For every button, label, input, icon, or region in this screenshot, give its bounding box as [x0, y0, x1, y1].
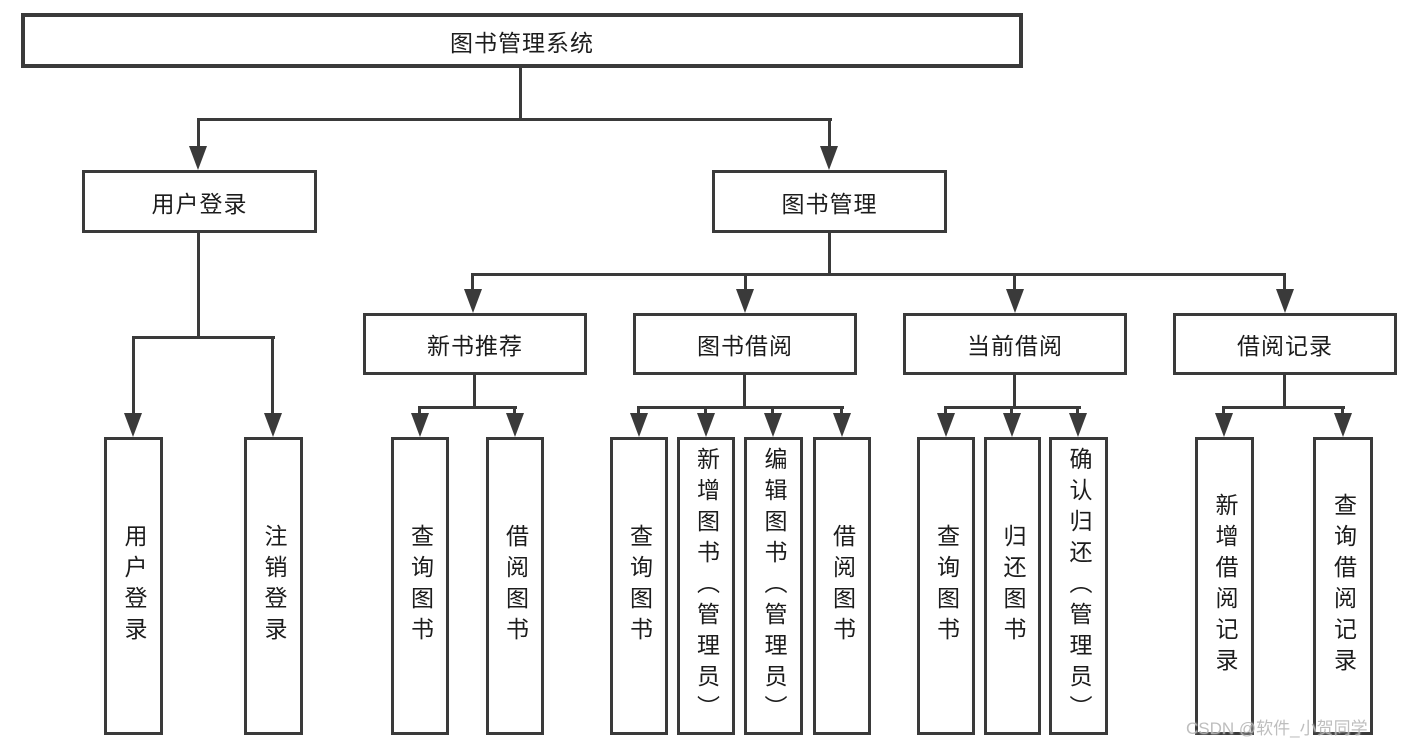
leaf-borrow-books-recommend: 借阅图书: [486, 437, 544, 735]
connector-records-vertical: [1283, 375, 1286, 408]
connector-stem: [1222, 406, 1225, 415]
connector-borrowing-horizontal: [637, 406, 844, 409]
leaf-add-books-admin-label: 新增图书（管理员）: [693, 446, 720, 726]
leaf-query-books-recommend: 查询图书: [391, 437, 449, 735]
leaf-return-books: 归还图书: [984, 437, 1041, 735]
arrow-down-icon: [411, 413, 429, 437]
connector-stem: [828, 118, 831, 150]
node-current-borrowing-label: 当前借阅: [967, 333, 1063, 359]
connector-stem: [513, 406, 516, 415]
connector-stem: [1341, 406, 1344, 415]
arrow-down-icon: [937, 413, 955, 437]
arrow-down-icon: [736, 289, 754, 313]
node-system-root-label: 图书管理系统: [450, 29, 594, 56]
connector-stem: [637, 406, 640, 415]
connector-book-mgmt-vertical: [828, 233, 831, 275]
connector-stem: [471, 273, 474, 292]
arrow-down-icon: [1006, 289, 1024, 313]
node-user-login-label: 用户登录: [151, 190, 248, 217]
node-book-management-label: 图书管理: [781, 190, 878, 217]
node-borrow-records: 借阅记录: [1173, 313, 1397, 375]
leaf-query-books-borrowing-label: 查询图书: [626, 524, 653, 648]
node-system-root: 图书管理系统: [21, 13, 1023, 68]
connector-stem: [197, 118, 200, 150]
node-book-borrowing: 图书借阅: [633, 313, 857, 375]
leaf-query-books-borrowing: 查询图书: [610, 437, 668, 735]
connector-stem: [1013, 273, 1016, 292]
connector-current-vertical: [1013, 375, 1016, 408]
arrow-down-icon: [1215, 413, 1233, 437]
connector-stem: [271, 336, 274, 415]
leaf-edit-books-admin-label: 编辑图书（管理员）: [761, 446, 787, 726]
connector-borrowing-vertical: [743, 375, 746, 408]
connector-user-login-vertical: [197, 233, 200, 338]
arrow-down-icon: [264, 413, 282, 437]
leaf-user-login-label: 用户登录: [121, 524, 147, 648]
csdn-watermark: CSDN @软件_小贺同学: [1186, 719, 1368, 738]
connector-stem: [744, 273, 747, 292]
leaf-logout: 注销登录: [244, 437, 303, 735]
arrow-down-icon: [697, 413, 715, 437]
arrow-down-icon: [833, 413, 851, 437]
connector-stem: [1283, 273, 1286, 292]
leaf-query-books-recommend-label: 查询图书: [407, 524, 434, 648]
connector-records-horizontal: [1222, 406, 1345, 409]
leaf-user-login: 用户登录: [104, 437, 163, 735]
leaf-query-books-current-label: 查询图书: [933, 524, 960, 648]
arrow-down-icon: [124, 413, 142, 437]
node-new-book-recommend-label: 新书推荐: [427, 333, 523, 359]
arrow-down-icon: [1069, 413, 1087, 437]
arrow-down-icon: [630, 413, 648, 437]
leaf-logout-label: 注销登录: [261, 524, 287, 648]
leaf-confirm-return-admin: 确认归还（管理员）: [1049, 437, 1108, 735]
arrow-down-icon: [764, 413, 782, 437]
leaf-edit-books-admin: 编辑图书（管理员）: [744, 437, 803, 735]
leaf-confirm-return-admin-label: 确认归还（管理员）: [1066, 446, 1092, 726]
connector-recommend-horizontal: [418, 406, 517, 409]
leaf-query-borrow-record: 查询借阅记录: [1313, 437, 1373, 735]
arrow-down-icon: [820, 146, 838, 170]
connector-stem: [132, 336, 135, 415]
arrow-down-icon: [1003, 413, 1021, 437]
connector-stem: [418, 406, 421, 415]
leaf-add-borrow-record: 新增借阅记录: [1195, 437, 1254, 735]
node-current-borrowing: 当前借阅: [903, 313, 1127, 375]
arrow-down-icon: [1334, 413, 1352, 437]
node-borrow-records-label: 借阅记录: [1237, 333, 1333, 359]
leaf-add-books-admin: 新增图书（管理员）: [677, 437, 735, 735]
connector-user-login-horizontal: [132, 336, 275, 339]
leaf-return-books-label: 归还图书: [1000, 524, 1026, 648]
connector-stem: [840, 406, 843, 415]
connector-book-mgmt-horizontal: [471, 273, 1285, 276]
leaf-query-books-current: 查询图书: [917, 437, 975, 735]
arrow-down-icon: [464, 289, 482, 313]
node-new-book-recommend: 新书推荐: [363, 313, 587, 375]
arrow-down-icon: [1276, 289, 1294, 313]
leaf-borrow-books-borrowing: 借阅图书: [813, 437, 871, 735]
connector-stem: [704, 406, 707, 415]
connector-recommend-vertical: [473, 375, 476, 408]
node-user-login: 用户登录: [82, 170, 317, 233]
connector-root-horizontal: [197, 118, 832, 121]
connector-stem: [944, 406, 947, 415]
leaf-borrow-books-recommend-label: 借阅图书: [502, 524, 529, 648]
arrow-down-icon: [506, 413, 524, 437]
node-book-management: 图书管理: [712, 170, 947, 233]
connector-stem: [771, 406, 774, 415]
node-book-borrowing-label: 图书借阅: [697, 333, 793, 359]
leaf-borrow-books-borrowing-label: 借阅图书: [829, 524, 856, 648]
leaf-query-borrow-record-label: 查询借阅记录: [1330, 493, 1357, 679]
arrow-down-icon: [189, 146, 207, 170]
connector-stem: [1010, 406, 1013, 415]
connector-root-vertical: [519, 68, 522, 120]
connector-stem: [1076, 406, 1079, 415]
leaf-add-borrow-record-label: 新增借阅记录: [1212, 493, 1238, 679]
